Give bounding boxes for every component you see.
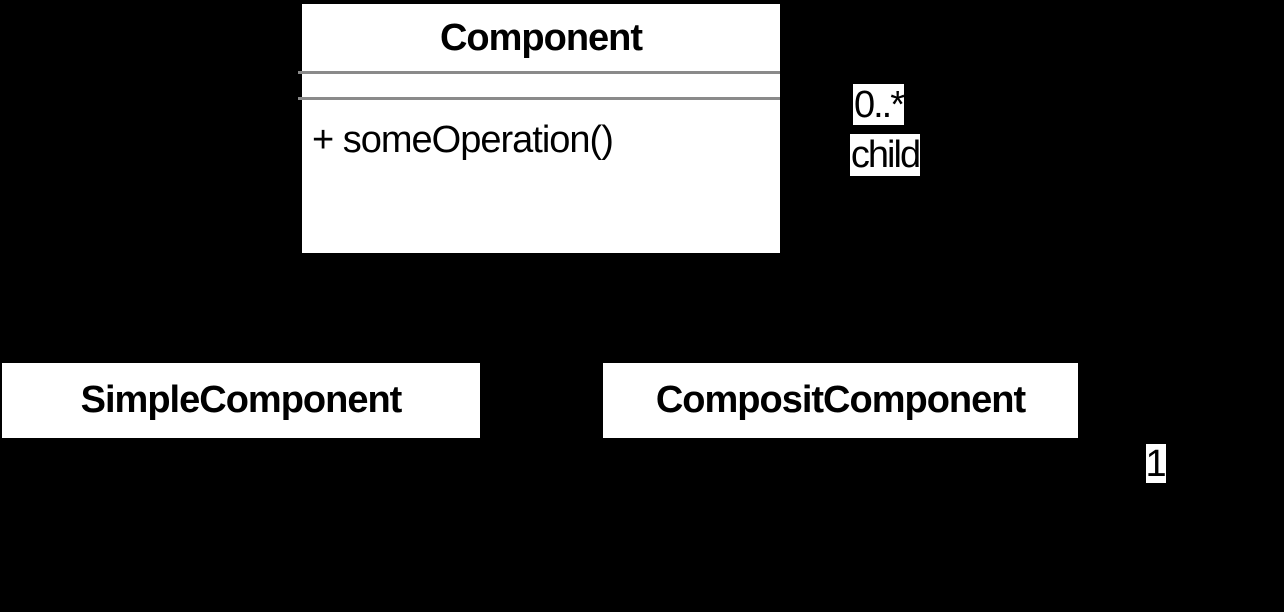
compartment-separator-line	[298, 97, 780, 100]
multiplicity-label-child: 0..*	[853, 83, 905, 126]
class-box-compositcomponent: CompositComponent	[603, 363, 1078, 438]
compartment-separator-line	[298, 71, 780, 74]
class-operation-someoperation: + someOperation()	[312, 119, 614, 161]
class-title-compartment: Component	[302, 4, 780, 72]
multiplicity-label-parent: 1	[1145, 442, 1167, 485]
role-label-child: child	[850, 134, 921, 176]
class-title-component: Component	[439, 16, 643, 59]
class-box-simplecomponent: SimpleComponent	[2, 363, 480, 438]
class-title-simplecomponent: SimpleComponent	[80, 379, 403, 421]
class-box-component: Component	[302, 4, 780, 253]
class-title-compositcomponent: CompositComponent	[655, 379, 1026, 421]
